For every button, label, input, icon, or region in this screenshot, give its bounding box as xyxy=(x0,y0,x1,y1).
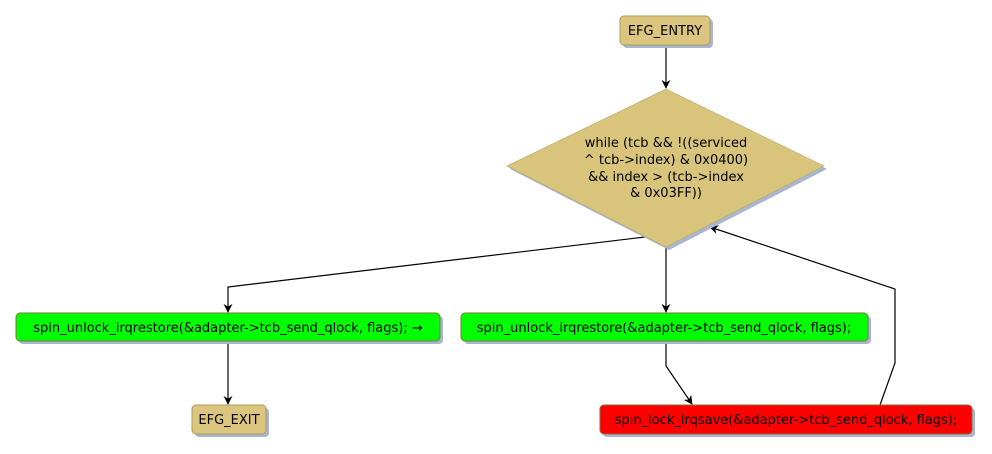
entry-label: EFG_ENTRY xyxy=(628,24,702,39)
node-unlock-exit[interactable]: spin_unlock_irqrestore(&adapter->tcb_sen… xyxy=(15,312,443,344)
edge-unlock-body-to-lock xyxy=(665,341,693,405)
node-lock[interactable]: spin_lock_irqsave(&adapter->tcb_send_qlo… xyxy=(599,404,975,437)
node-exit[interactable]: EFG_EXIT xyxy=(191,404,269,437)
edge-loop-to-unlock-exit xyxy=(223,236,646,313)
node-unlock-body[interactable]: spin_unlock_irqrestore(&adapter->tcb_sen… xyxy=(460,312,871,344)
loop-label-line-3: && index > (tcb->index xyxy=(588,170,744,185)
edge-lock-to-loop xyxy=(709,225,896,406)
loop-label-line-1: while (tcb && !((serviced xyxy=(585,136,748,151)
exit-label: EFG_EXIT xyxy=(198,413,259,428)
node-loop-condition[interactable]: while (tcb && !((serviced ^ tcb->index) … xyxy=(506,88,827,250)
node-entry[interactable]: EFG_ENTRY xyxy=(619,15,713,48)
loop-label-line-2: ^ tcb->index) & 0x0400) xyxy=(584,153,748,168)
lock-label: spin_lock_irqsave(&adapter->tcb_send_qlo… xyxy=(615,413,958,428)
unlock-exit-label: spin_unlock_irqrestore(&adapter->tcb_sen… xyxy=(33,321,423,336)
unlock-body-label: spin_unlock_irqrestore(&adapter->tcb_sen… xyxy=(477,321,852,336)
edges xyxy=(223,45,896,406)
loop-label-line-4: & 0x03FF)) xyxy=(630,186,702,201)
